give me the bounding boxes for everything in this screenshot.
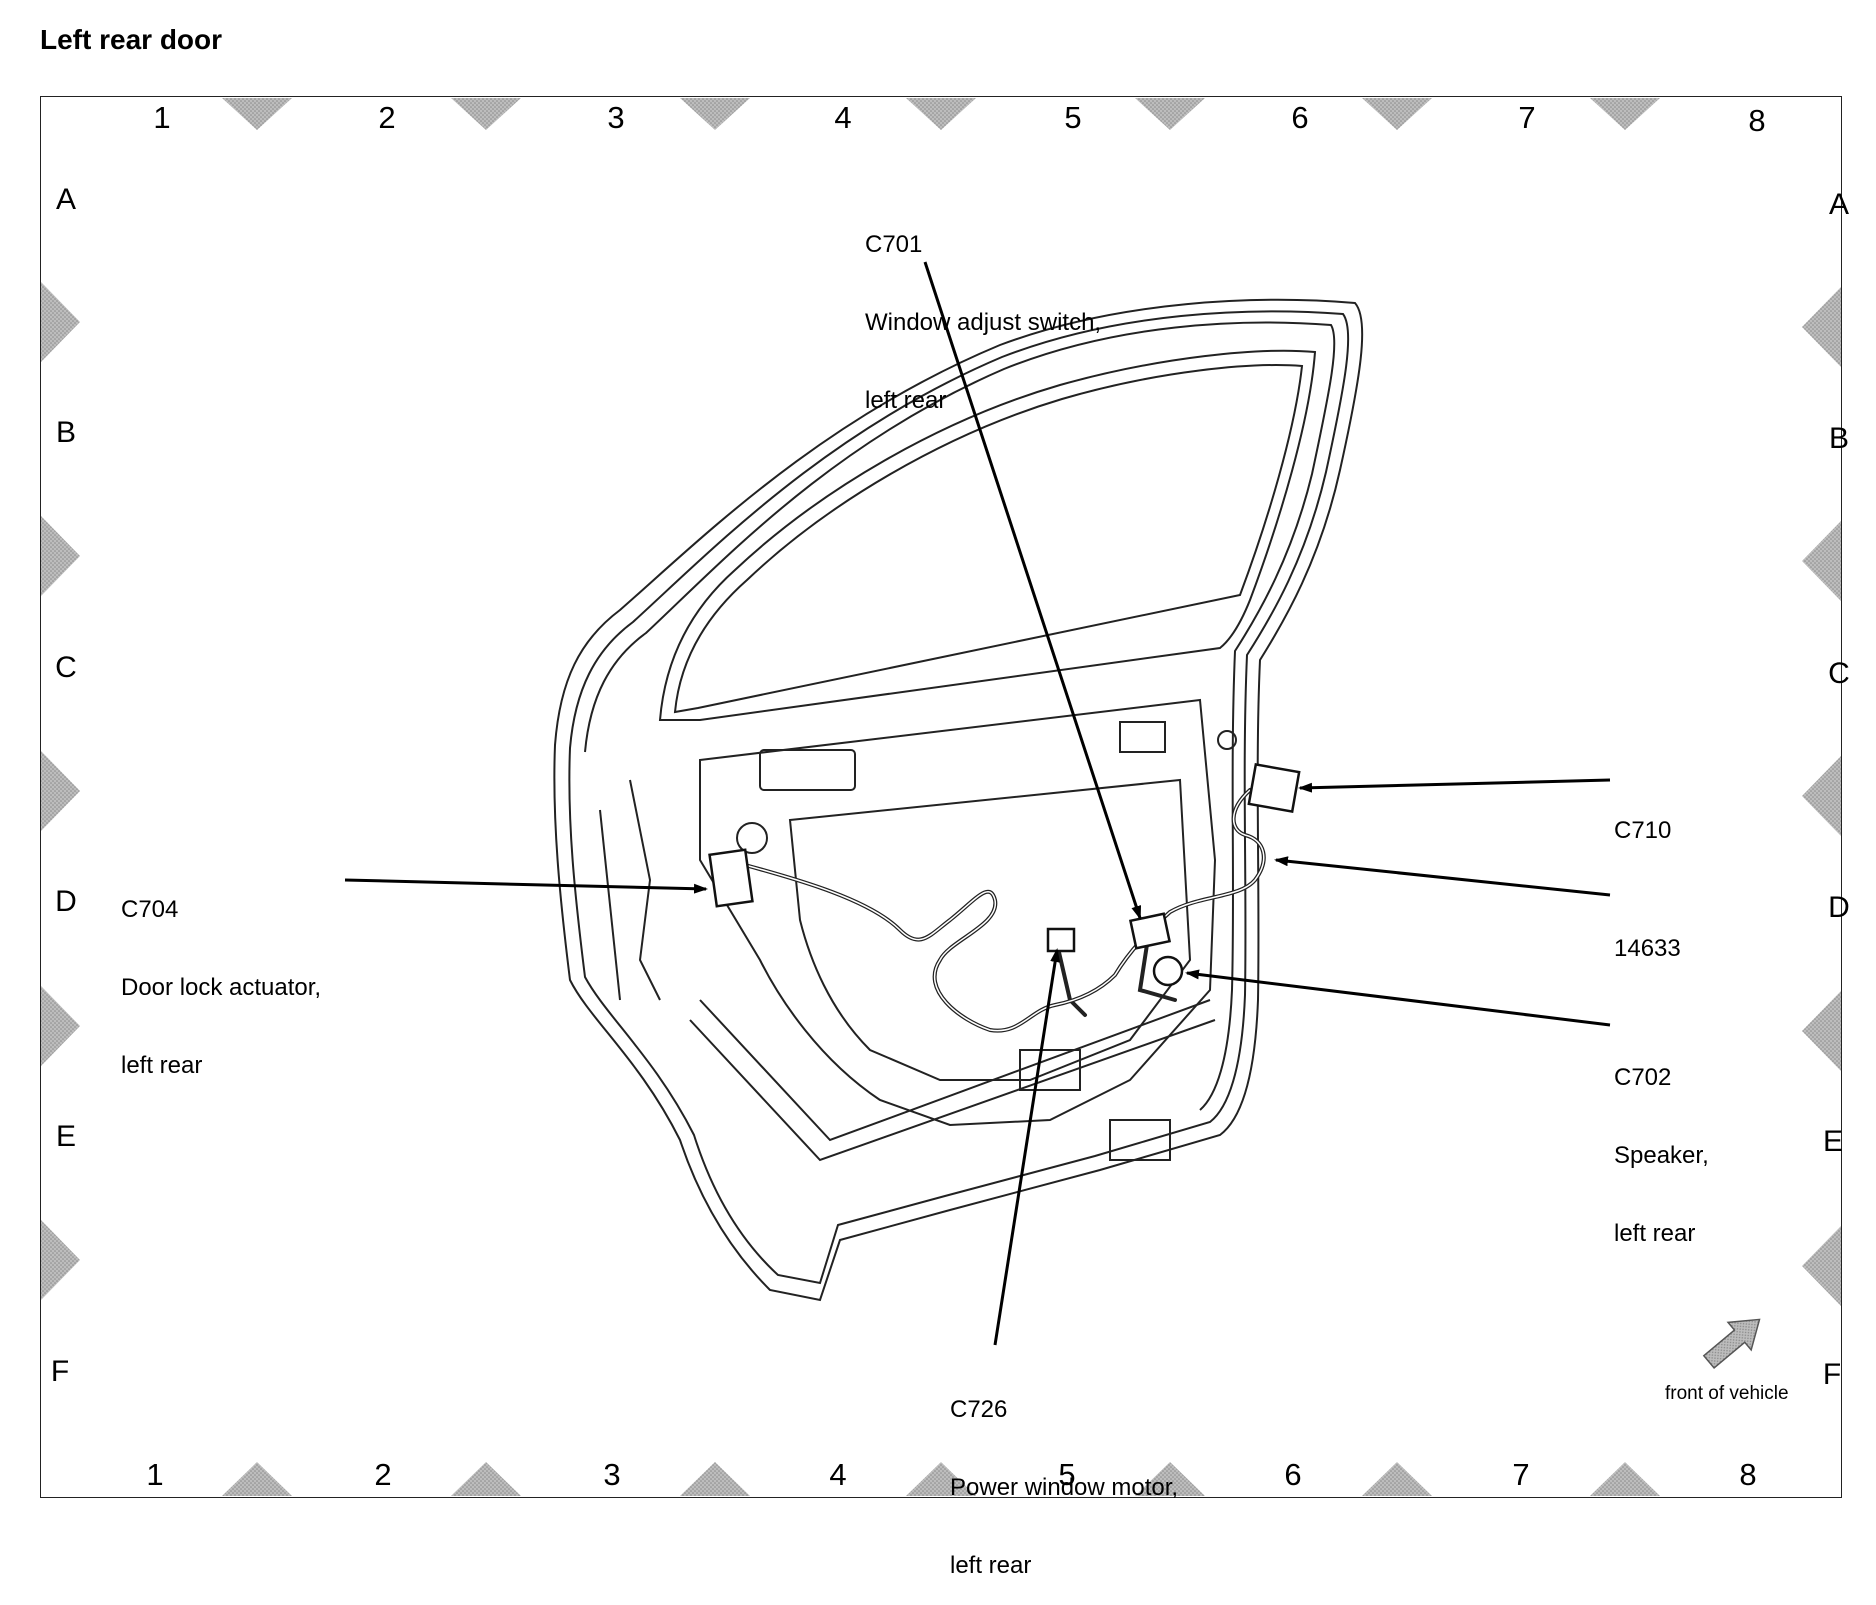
callout-c726-line2: left rear [950,1552,1032,1579]
callout-c710: C710 [1614,766,1671,870]
callout-c726-code: C726 [950,1396,1008,1423]
callout-c702: C702 Speaker, left rear [1614,1013,1709,1273]
callout-c702-code: C702 [1614,1064,1672,1091]
connector-c702-shape [1152,955,1184,987]
callout-c702-line2: left rear [1614,1220,1696,1247]
grid-row-left-e: E [55,1120,76,1153]
grid-row-right-e: E [1822,1125,1843,1158]
leader-c702 [1185,969,1611,1027]
grid-col-bottom-8: 8 [1739,1457,1757,1492]
grid-markers-bottom [222,1462,1660,1496]
door-outline [553,298,1364,1302]
wiring-harness [743,788,1266,1033]
grid-row-left-c: C [55,651,77,684]
callout-c726-line1: Power window motor, [950,1474,1179,1501]
callout-c702-line1: Speaker, [1614,1142,1709,1169]
grid-row-left-f: F [50,1355,70,1388]
callout-14633-code: 14633 [1614,935,1681,962]
grid-col-top-3: 3 [607,100,625,135]
callout-c701-line1: Window adjust switch, [865,309,1102,336]
front-of-vehicle-label: front of vehicle [1665,1383,1789,1404]
grid-markers-left [41,282,80,1300]
grid-col-bottom-7: 7 [1512,1457,1530,1492]
grid-row-left-b: B [55,416,76,449]
grid-markers-right [1802,287,1841,1306]
grid-row-right-c: C [1828,657,1850,690]
diagram-frame [40,96,1842,1498]
grid-row-right-b: B [1828,422,1849,455]
callout-c701-line2: left rear [865,387,947,414]
grid-col-top-1: 1 [153,100,171,135]
grid-col-bottom-5: 5 [1058,1457,1076,1492]
callout-c726: C726 Power window motor, left rear [950,1345,1178,1605]
grid-col-bottom-6: 6 [1284,1457,1302,1492]
connector-c726-shape [1046,927,1076,953]
connector-c704-shape [708,848,754,908]
grid-markers-top [222,98,1660,130]
connectors [708,763,1301,987]
callout-c710-code: C710 [1614,817,1672,844]
grid-col-top-8: 8 [1748,103,1766,138]
grid-col-top-7: 7 [1518,100,1536,135]
grid-row-right-f: F [1822,1358,1842,1391]
grid-row-left-d: D [55,885,77,918]
leader-c710 [1298,778,1611,793]
callout-c704-line2: left rear [121,1052,203,1079]
connector-c701-shape [1128,912,1172,950]
callout-c701-code: C701 [865,231,923,258]
grid-row-right-d: D [1828,891,1850,924]
callout-c701: C701 Window adjust switch, left rear [865,180,1101,440]
page-title: Left rear door [40,24,223,55]
harness-inner [744,789,1265,1032]
leader-c704 [344,878,708,894]
grid-col-top-5: 5 [1064,100,1082,135]
grid-row-right-a: A [1828,188,1849,221]
leader-14633 [1274,856,1611,897]
leader-c726 [993,948,1061,1346]
callout-14633: 14633 [1614,884,1681,988]
connector-c710-shape [1247,763,1301,813]
arrow-up-right-icon [1702,1318,1761,1370]
grid-col-top-2: 2 [378,100,396,135]
door-diagram [41,98,1841,1496]
grid-col-bottom-3: 3 [603,1457,621,1492]
grid-col-bottom-1: 1 [146,1457,164,1492]
leader-lines [344,261,1611,1346]
grid-col-top-4: 4 [834,100,852,135]
callout-c704-code: C704 [121,896,179,923]
leader-c701 [923,261,1142,920]
callout-c704: C704 Door lock actuator, left rear [121,845,321,1105]
callout-c704-line1: Door lock actuator, [121,974,322,1001]
grid-row-left-a: A [55,183,76,216]
grid-col-bottom-4: 4 [829,1457,847,1492]
grid-col-bottom-2: 2 [374,1457,392,1492]
grid-col-top-6: 6 [1291,100,1309,135]
